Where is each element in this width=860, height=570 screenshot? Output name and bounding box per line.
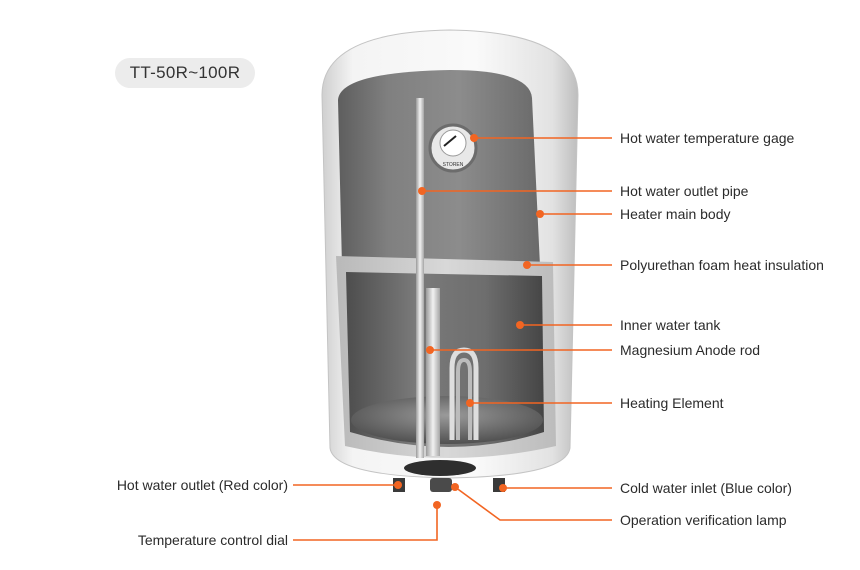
anode-rod-shape <box>426 288 440 456</box>
bottom-flange <box>404 460 476 476</box>
model-badge: TT-50R~100R <box>115 58 255 88</box>
label-anode-rod: Magnesium Anode rod <box>620 342 761 358</box>
leader-dots <box>394 134 544 509</box>
label-temperature-gage: Hot water temperature gage <box>620 130 795 146</box>
label-cold-inlet: Cold water inlet (Blue color) <box>620 480 792 496</box>
label-verification-lamp: Operation verification lamp <box>620 512 787 528</box>
label-foam-insulation: Polyurethan foam heat insulation <box>620 257 824 273</box>
label-main-body: Heater main body <box>620 206 731 222</box>
label-hot-outlet: Hot water outlet (Red color) <box>116 477 288 493</box>
outlet-pipe-shape <box>416 98 424 458</box>
label-heating-element: Heating Element <box>620 395 724 411</box>
label-control-dial: Temperature control dial <box>137 532 288 548</box>
label-outlet-pipe: Hot water outlet pipe <box>620 183 749 199</box>
dial-housing <box>430 478 452 492</box>
leader-lines <box>293 137 612 541</box>
brand-mark: STOREN <box>443 162 464 168</box>
label-inner-tank: Inner water tank <box>620 317 721 333</box>
tank-floor <box>351 396 543 444</box>
